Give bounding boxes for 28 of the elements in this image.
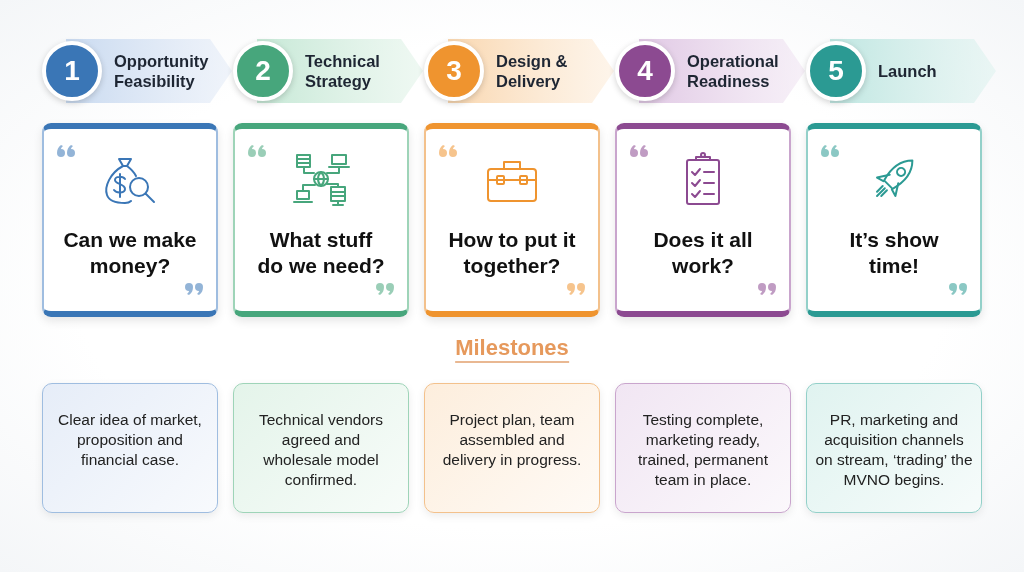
step-title: Technical Strategy	[305, 51, 381, 91]
milestone-text: Technical vendors agreed and wholesale model confirmed.	[257, 410, 385, 490]
milestone-text: Testing complete, marketing ready, trained, permanent team in place.	[636, 410, 770, 490]
question-card	[806, 123, 982, 317]
question-text: It’s show time!	[848, 227, 940, 279]
question-card	[42, 123, 218, 317]
question-text: Can we make money?	[62, 227, 198, 279]
question-text: What stuff do we need?	[256, 227, 386, 279]
step-number: 1	[42, 41, 102, 101]
milestone-card	[233, 383, 409, 513]
step-title: Design & Delivery	[496, 51, 569, 91]
milestone-text: Clear idea of market, proposition and financial case.	[57, 410, 203, 470]
milestone-card	[615, 383, 791, 513]
milestone-card	[424, 383, 600, 513]
question-card	[233, 123, 409, 317]
question-text: How to put it together?	[447, 227, 577, 279]
question-card	[615, 123, 791, 317]
step-banner	[42, 36, 232, 106]
milestone-card	[806, 383, 982, 513]
section-heading: Milestones	[455, 335, 569, 363]
step-title: Launch	[878, 61, 937, 81]
milestone-card	[42, 383, 218, 513]
question-text: Does it all work?	[652, 227, 754, 279]
milestone-text: Project plan, team assembled and delivery in progress.	[441, 410, 583, 470]
step-title: Operational Readiness	[687, 51, 780, 91]
milestone-text: PR, marketing and acquisition channels on stream, ‘trading’ the MVNO begins.	[814, 410, 974, 490]
question-card	[424, 123, 600, 317]
step-title: Opportunity Feasibility	[114, 51, 210, 91]
